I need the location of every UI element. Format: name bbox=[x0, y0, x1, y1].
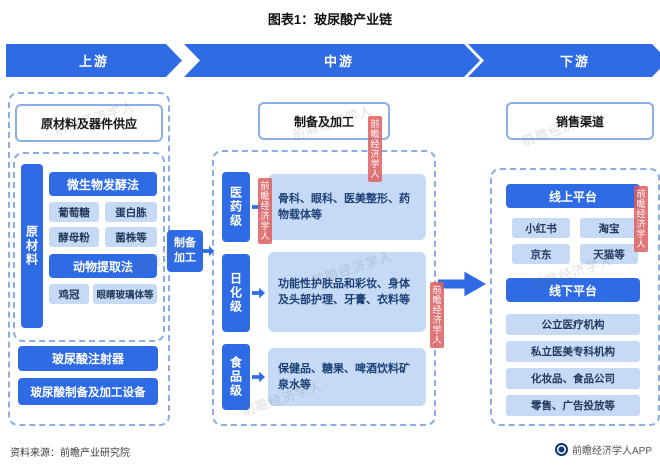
stage-banner-downstream: 下游 bbox=[468, 44, 660, 77]
stage-banner-upstream: 上游 bbox=[6, 44, 182, 77]
animal-method-box: 动物提取法 bbox=[49, 254, 157, 278]
stage-banner-midstream: 中游 bbox=[184, 44, 480, 77]
channel-box: 私立医美专科机构 bbox=[506, 341, 640, 362]
process-connector-box: 制备加工 bbox=[167, 230, 203, 272]
ingredient-box: 菌株等 bbox=[105, 227, 157, 247]
stage-label-upstream: 上游 bbox=[78, 54, 109, 69]
grade-desc-food: 保健品、糖果、啤酒饮料矿泉水等 bbox=[268, 348, 426, 406]
channel-box: 京东 bbox=[512, 244, 570, 264]
arrow-right-icon bbox=[252, 371, 265, 383]
ingredient-box: 酵母粉 bbox=[49, 227, 99, 247]
raw-material-group: 原材料 微生物发酵法 葡萄糖 蛋白胨 酵母粉 菌株等 动物提取法 鸡冠 眼睛玻璃… bbox=[13, 152, 165, 342]
downstream-section: 线上平台 小红书 淘宝 京东 天猫等 线下平台 公立医疗机构 私立医美专科机构 … bbox=[490, 168, 660, 426]
ingredient-box: 眼睛玻璃体等 bbox=[93, 284, 157, 304]
syringe-box: 玻尿酸注射器 bbox=[18, 346, 158, 371]
brand-footer: 前瞻经济学人APP bbox=[554, 442, 652, 457]
channel-box: 淘宝 bbox=[580, 218, 638, 238]
midstream-to-downstream-arrow-icon bbox=[438, 271, 486, 297]
page-title: 图表1：玻尿酸产业链 bbox=[267, 12, 393, 27]
qianzhan-logo-icon bbox=[554, 443, 568, 456]
brand-name: 前瞻经济学人APP bbox=[571, 446, 652, 457]
grade-box-daily: 日化级 bbox=[222, 254, 250, 332]
channel-box: 公立医疗机构 bbox=[506, 314, 640, 335]
fermentation-method-box: 微生物发酵法 bbox=[49, 172, 157, 196]
online-platform-box: 线上平台 bbox=[506, 184, 640, 208]
raw-material-label: 原材料 bbox=[21, 164, 43, 328]
equipment-box: 玻尿酸制备及加工设备 bbox=[18, 378, 158, 405]
offline-platform-box: 线下平台 bbox=[506, 278, 640, 302]
ingredient-box: 蛋白胨 bbox=[105, 202, 157, 222]
channel-box: 天猫等 bbox=[580, 244, 638, 264]
upstream-section: 原材料及器件供应 原材料 微生物发酵法 葡萄糖 蛋白胨 酵母粉 菌株等 动物提取… bbox=[8, 92, 170, 426]
downstream-header: 销售渠道 bbox=[506, 102, 654, 140]
channel-box: 化妆品、食品公司 bbox=[506, 368, 640, 389]
ingredient-box: 葡萄糖 bbox=[49, 202, 99, 222]
source-note: 资料来源：前瞻产业研究院 bbox=[10, 448, 130, 459]
channel-box: 小红书 bbox=[512, 218, 570, 238]
grade-box-pharma: 医药级 bbox=[222, 172, 250, 242]
grade-box-food: 食品级 bbox=[222, 344, 250, 410]
ingredient-box: 鸡冠 bbox=[49, 284, 89, 304]
stage-label-midstream: 中游 bbox=[323, 54, 354, 69]
midstream-header: 制备及加工 bbox=[258, 102, 390, 140]
channel-box: 零售、广告投放等 bbox=[506, 395, 640, 416]
arrow-right-icon bbox=[252, 287, 265, 299]
arrow-right-icon bbox=[252, 201, 265, 213]
upstream-header: 原材料及器件供应 bbox=[15, 104, 163, 142]
stage-label-downstream: 下游 bbox=[559, 54, 590, 69]
arrow-right-icon bbox=[203, 245, 214, 257]
grade-desc-pharma: 骨科、眼科、医美整形、药物载体等 bbox=[268, 174, 426, 240]
midstream-section: 医药级 骨科、眼科、医美整形、药物载体等 日化级 功能性护肤品和彩妆、身体及头部… bbox=[212, 150, 436, 426]
grade-desc-daily: 功能性护肤品和彩妆、身体及头部护理、牙膏、衣料等 bbox=[268, 252, 426, 332]
